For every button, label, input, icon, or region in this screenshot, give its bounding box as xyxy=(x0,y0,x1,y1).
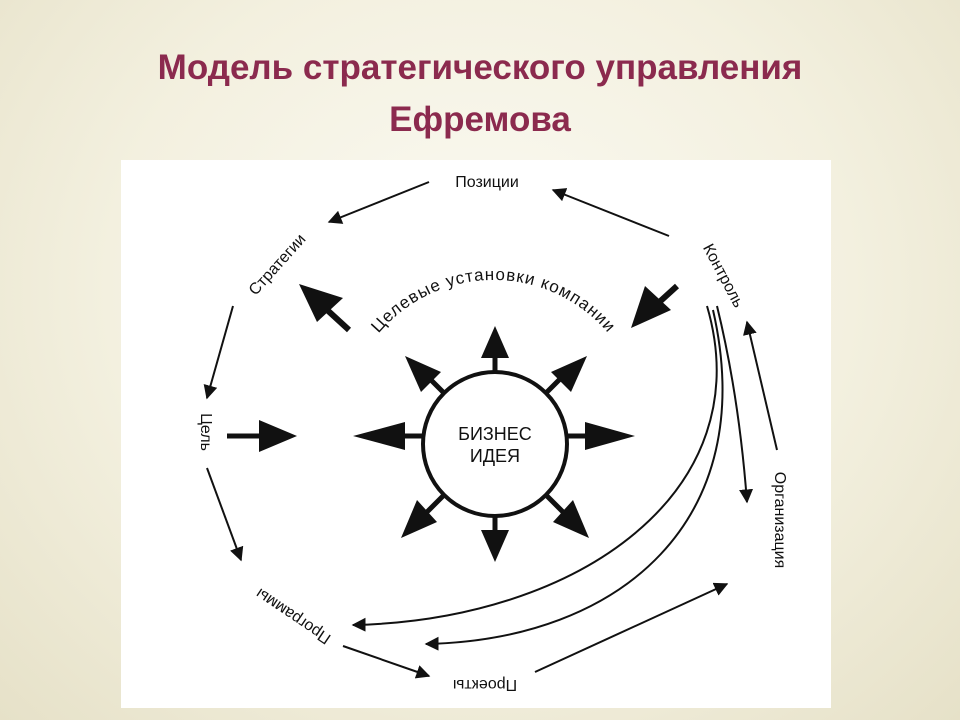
radial-right xyxy=(567,422,635,450)
arrow-organization-to-control xyxy=(743,320,778,451)
arrow-from-control xyxy=(631,283,680,328)
slide-title: Модель стратегического управления Ефремо… xyxy=(0,42,960,146)
arc-label: Целевые установки компании xyxy=(367,265,619,336)
radial-up xyxy=(481,326,509,372)
radial-arrows xyxy=(353,326,635,562)
radial-left xyxy=(353,422,423,450)
arrow-to-strategies xyxy=(299,284,352,333)
arrow-goal-inward xyxy=(227,420,297,452)
arrow-projects-to-organization xyxy=(534,582,729,673)
curve-control-to-projects xyxy=(424,309,724,651)
outer-cycle xyxy=(203,181,778,679)
node-goal: Цель xyxy=(197,413,214,451)
radial-down xyxy=(481,516,509,562)
arrow-strategies-to-goal xyxy=(203,305,234,400)
slide-title-line1: Модель стратегического управления xyxy=(157,48,803,87)
arc-label-text: Целевые установки компании xyxy=(367,265,618,336)
node-programs: Программы xyxy=(253,585,334,647)
center-label-line2: ИДЕЯ xyxy=(470,446,520,466)
diagram-panel: БИЗНЕС ИДЕЯ Целевые установки компании П… xyxy=(121,160,831,708)
node-positions: Позиции xyxy=(455,174,519,191)
node-projects: Проекты xyxy=(453,676,517,693)
slide-title-line2: Ефремова xyxy=(389,100,571,139)
node-control: Контроль xyxy=(699,241,747,310)
radial-down-left xyxy=(401,493,446,538)
arrow-control-down-organization xyxy=(716,305,754,504)
arrow-control-to-positions xyxy=(551,188,670,237)
diagram-canvas: БИЗНЕС ИДЕЯ Целевые установки компании П… xyxy=(197,174,788,693)
radial-up-right xyxy=(544,356,587,395)
center-label-line1: БИЗНЕС xyxy=(458,424,532,444)
radial-down-right xyxy=(544,493,589,538)
arrow-positions-to-strategies xyxy=(327,181,430,224)
curve-control-to-programs xyxy=(351,305,718,632)
arrow-programs-to-projects xyxy=(342,645,431,679)
radial-up-left xyxy=(405,356,446,395)
node-organization: Организация xyxy=(771,472,788,569)
node-strategies: Стратегии xyxy=(246,231,310,299)
business-idea-circle xyxy=(421,370,569,518)
arrow-goal-to-programs xyxy=(206,467,244,562)
big-arrows xyxy=(227,283,680,452)
